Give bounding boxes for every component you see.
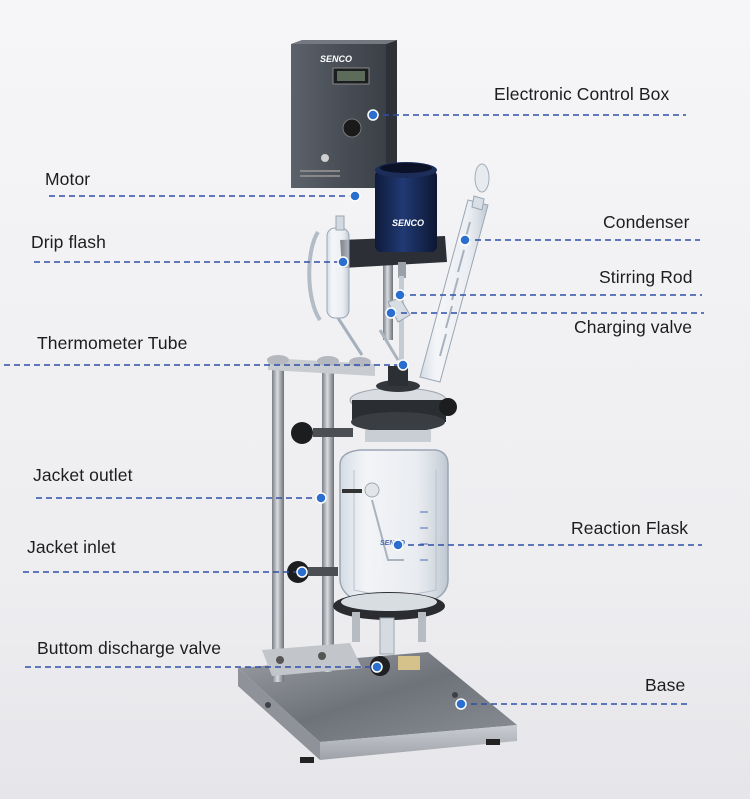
condenser-glass bbox=[419, 163, 490, 383]
dot-stirring-rod bbox=[394, 289, 406, 301]
control-box-brand: SENCO bbox=[320, 54, 352, 64]
support-rods bbox=[262, 210, 393, 682]
dot-electronic-control-box bbox=[367, 109, 379, 121]
motor-brand: SENCO bbox=[392, 218, 424, 228]
label-condenser: Condenser bbox=[603, 212, 690, 232]
reactor-lid bbox=[349, 366, 447, 442]
dot-thermometer-tube bbox=[397, 359, 409, 371]
label-stirring-rod: Stirring Rod bbox=[599, 267, 693, 287]
drip-flask-glass bbox=[307, 215, 364, 356]
label-buttom-discharge-valve: Buttom discharge valve bbox=[37, 638, 222, 658]
flask-support-ring bbox=[333, 592, 445, 642]
label-charging-valve: Charging valve bbox=[574, 317, 693, 337]
dot-reaction-flask bbox=[392, 539, 404, 551]
dot-condenser bbox=[459, 234, 471, 246]
label-electronic-control-box: Electronic Control Box bbox=[494, 84, 670, 104]
motor-body: SENCO bbox=[375, 162, 437, 252]
dot-charging-valve bbox=[385, 307, 397, 319]
dot-jacket-inlet bbox=[296, 566, 308, 578]
label-jacket-inlet: Jacket inlet bbox=[27, 537, 116, 557]
base-plate bbox=[238, 652, 517, 763]
dot-motor bbox=[349, 190, 361, 202]
control-box: SENCO bbox=[291, 40, 397, 188]
dot-drip-flash bbox=[337, 256, 349, 268]
dot-base bbox=[455, 698, 467, 710]
label-jacket-outlet: Jacket outlet bbox=[33, 465, 133, 485]
dot-buttom-discharge-valve bbox=[371, 661, 383, 673]
label-base: Base bbox=[645, 675, 686, 695]
label-drip-flash: Drip flash bbox=[31, 232, 106, 252]
dot-jacket-outlet bbox=[315, 492, 327, 504]
label-reaction-flask: Reaction Flask bbox=[571, 518, 689, 538]
label-thermometer-tube: Thermometer Tube bbox=[37, 333, 188, 353]
label-motor: Motor bbox=[45, 169, 91, 189]
